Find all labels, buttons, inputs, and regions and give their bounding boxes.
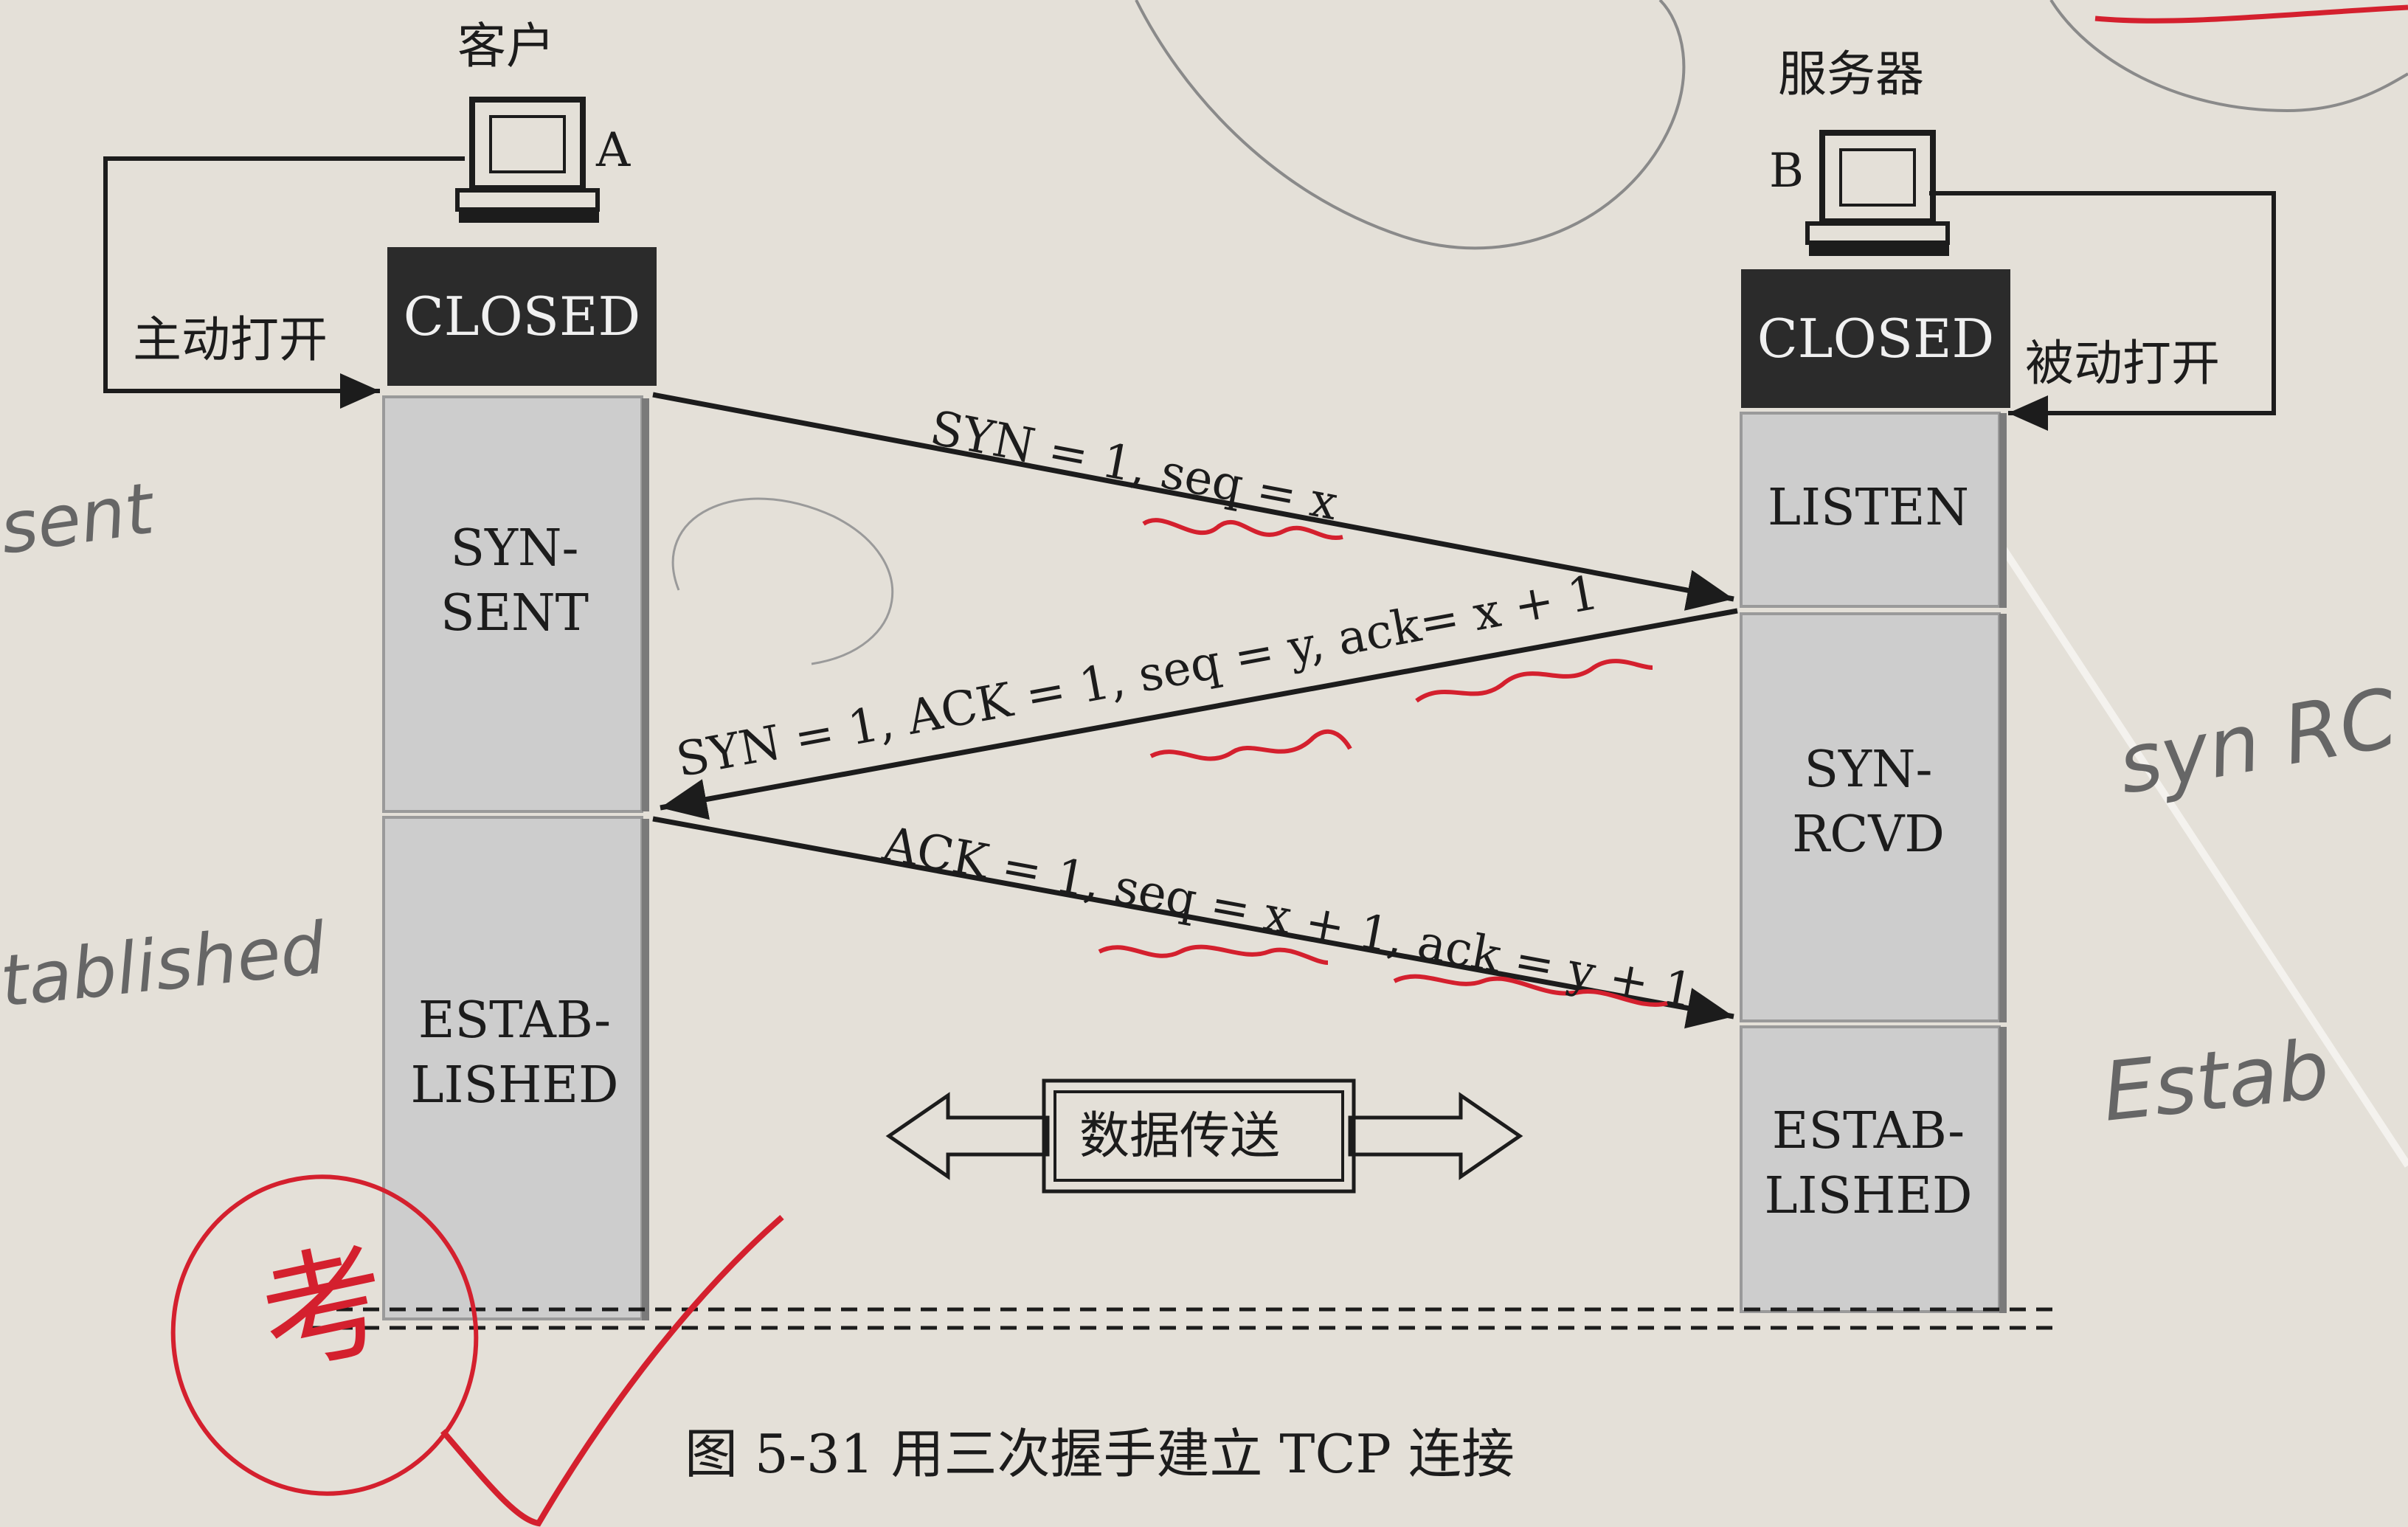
- red-handwritten-mark: 考: [248, 1225, 401, 1394]
- syn-arrow: [652, 392, 1734, 611]
- syn-ack-arrow: [660, 608, 1738, 820]
- red-circle: [170, 1174, 479, 1496]
- server-syn-rcvd-box: [1740, 612, 2001, 1022]
- client-state-syn-sent: SYN- SENT: [440, 519, 589, 643]
- ack-arrow: [652, 816, 1734, 1029]
- pencil-scribble-right: [2049, 0, 2408, 113]
- handwritten-note-sent: sent: [0, 467, 159, 570]
- client-established-box: [382, 816, 643, 1320]
- server-label: 服务器: [1778, 46, 1924, 103]
- pencil-circle-left: [671, 497, 894, 665]
- active-open-arrow: [103, 156, 465, 409]
- server-listen-box: [1740, 412, 2001, 608]
- red-squiggle-2: [1149, 729, 1352, 761]
- data-transfer-label: 数据传送: [1079, 1107, 1281, 1166]
- passive-open-arrow: [1929, 191, 2276, 431]
- server-computer-icon: [1805, 130, 1950, 256]
- pencil-scribble-top: [1135, 0, 1686, 250]
- client-state-established: ESTAB- LISHED: [410, 991, 619, 1115]
- server-state-syn-rcvd: SYN- RCVD: [1792, 741, 1945, 865]
- paper-fold: [1988, 529, 2408, 1168]
- data-transfer-arrow: [885, 1078, 1523, 1194]
- client-computer-icon: [455, 97, 600, 223]
- client-closed-state: CLOSED: [387, 247, 657, 386]
- server-state-established: ESTAB- LISHED: [1764, 1102, 1973, 1226]
- client-host-label: A: [596, 123, 631, 178]
- handwritten-note-estab: Estab: [2098, 1022, 2334, 1140]
- server-established-box: [1740, 1025, 2001, 1313]
- client-label: 客户: [457, 18, 555, 75]
- passive-open-label: 被动打开: [2025, 335, 2220, 392]
- server-closed-state: CLOSED: [1741, 269, 2010, 408]
- red-squiggle-3: [1415, 659, 1653, 703]
- red-squiggle-5: [1393, 974, 1668, 1007]
- active-open-label: 主动打开: [133, 311, 328, 368]
- server-host-label: B: [1769, 144, 1805, 198]
- client-syn-sent-box: [382, 395, 643, 813]
- server-state-listen: LISTEN: [1767, 479, 1970, 537]
- red-squiggle-4: [1098, 944, 1329, 965]
- figure-caption: 图 5-31 用三次握手建立 TCP 连接: [685, 1423, 1515, 1485]
- red-pen-mark-top: [2094, 4, 2408, 24]
- red-check-mark: [440, 1214, 784, 1527]
- red-squiggle-1: [1142, 518, 1343, 541]
